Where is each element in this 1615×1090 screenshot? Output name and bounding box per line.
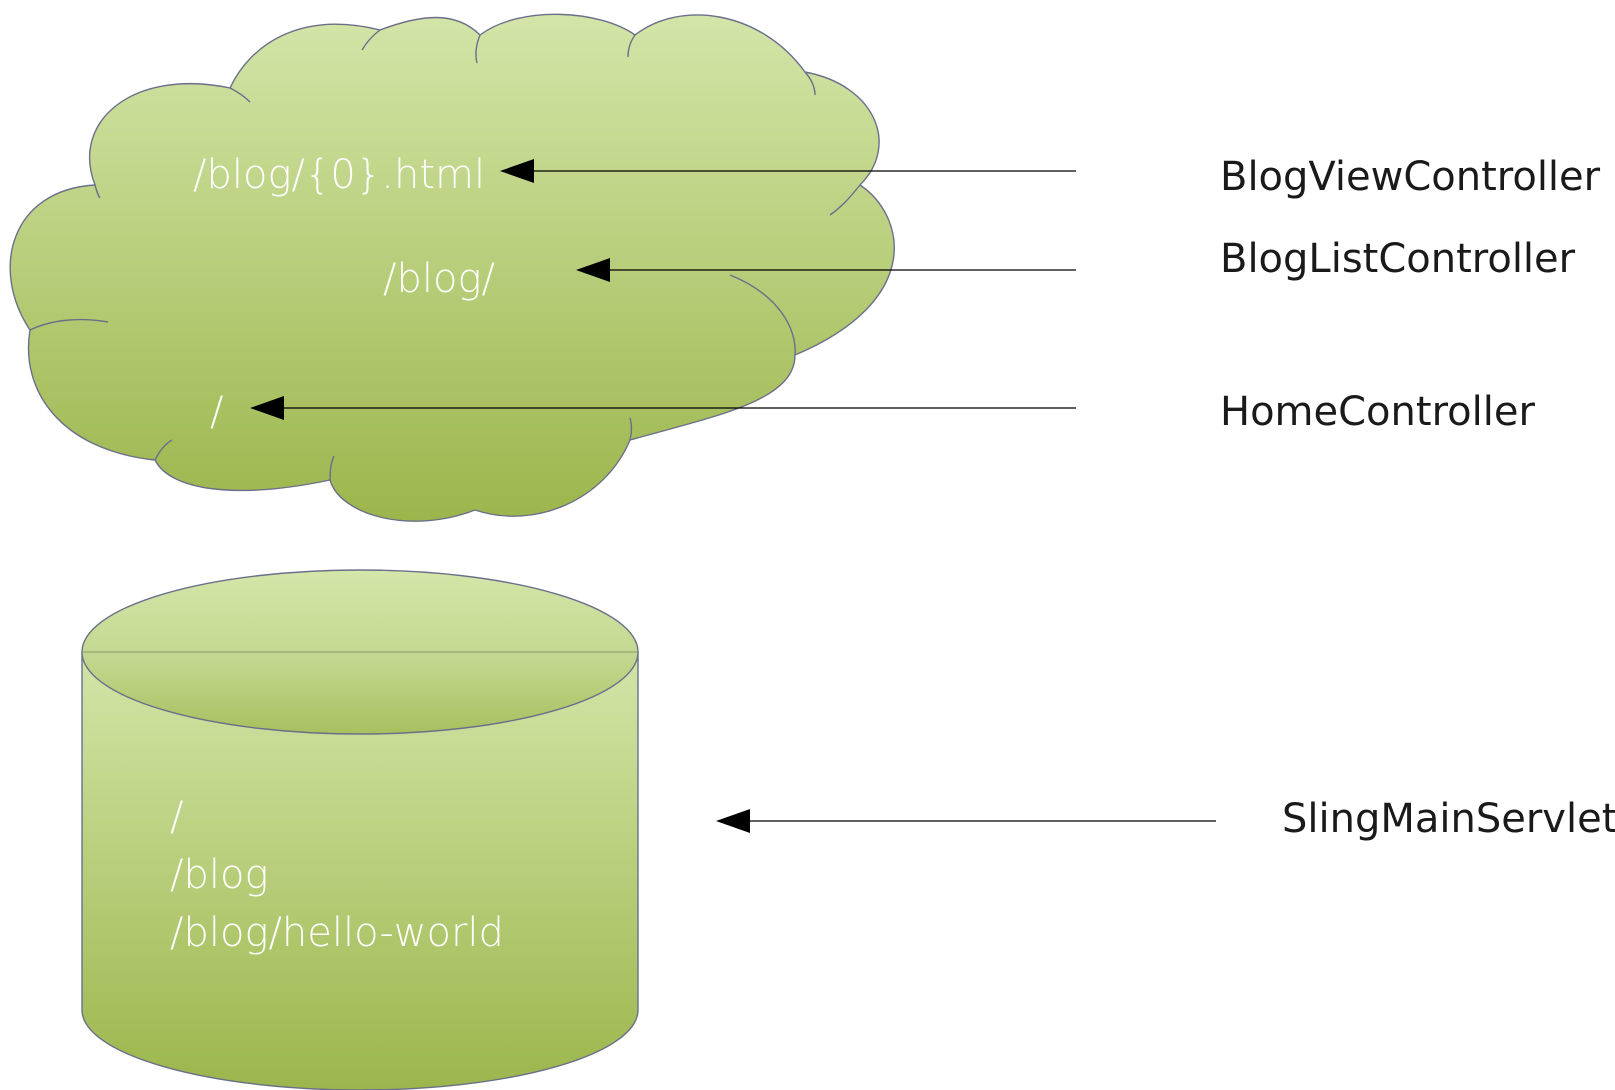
arrow-servlet — [716, 809, 1216, 833]
label-home-controller: HomeController — [1220, 389, 1535, 435]
cloud-route-blog-view: /blog/{0}.html — [193, 152, 485, 198]
label-blog-list-controller: BlogListController — [1220, 236, 1576, 282]
label-sling-main-servlet: SlingMainServlet — [1282, 796, 1615, 842]
arrow-home — [250, 396, 1076, 420]
arrow-blog-list — [576, 258, 1076, 282]
cloud-route-blog-list: /blog/ — [383, 256, 495, 302]
cylinder-path-root: / — [170, 794, 183, 840]
cloud-route-home: / — [210, 389, 223, 435]
cylinder-path-hello-world: /blog/hello-world — [170, 910, 504, 956]
arrow-blog-view — [500, 159, 1076, 183]
content-cylinder: / /blog /blog/hello-world — [81, 569, 639, 1090]
label-blog-view-controller: BlogViewController — [1220, 154, 1601, 200]
cylinder-path-blog: /blog — [170, 852, 268, 898]
route-cloud: /blog/{0}.html /blog/ / — [9, 13, 895, 522]
